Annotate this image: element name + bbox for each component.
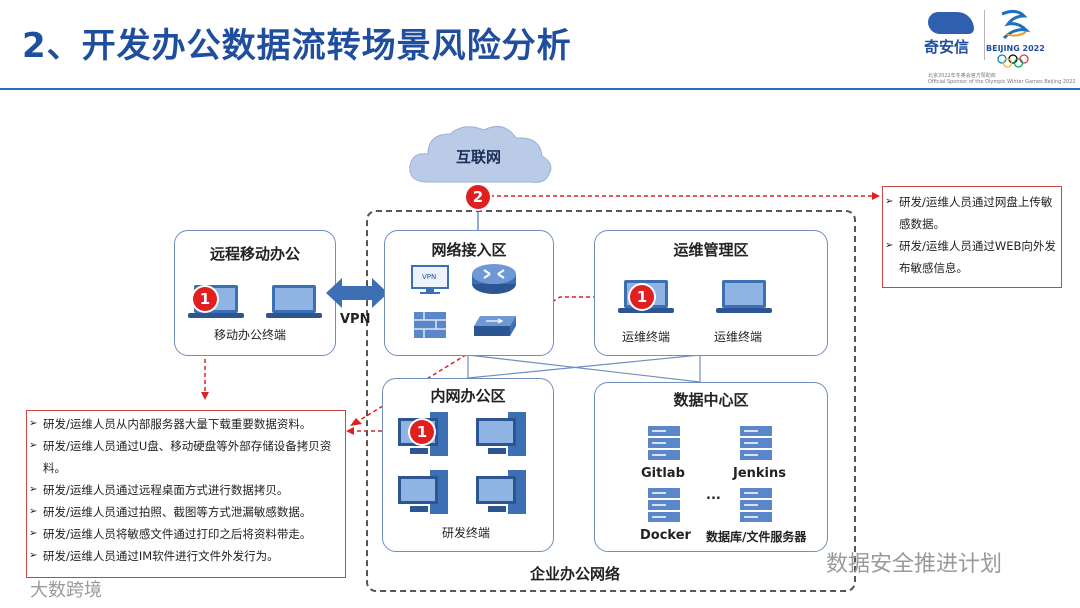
vpn-gateway-label: VPN (422, 273, 437, 281)
list-item: 研发/运维人员通过拍照、截图等方式泄漏敏感数据。 (27, 501, 345, 523)
zone-intranet-office: 内网办公区 (382, 378, 554, 552)
desktop-pc-icon (398, 470, 448, 514)
qianxin-logo-icon (928, 12, 974, 34)
laptop-icon (266, 285, 322, 318)
list-item: 研发/运维人员将敏感文件通过打印之后将资料带走。 (27, 523, 345, 545)
mobile-terminal-label: 移动办公终端 (214, 328, 287, 342)
ops-terminal-label-1: 运维终端 (622, 330, 671, 344)
zone-remote-title: 远程移动办公 (209, 245, 300, 263)
firewall-icon (414, 312, 446, 338)
vpn-double-arrow-icon (326, 278, 388, 308)
ops-terminal-label-2: 运维终端 (714, 330, 763, 344)
desktop-pc-icon (476, 470, 526, 514)
list-item: 研发/运维人员通过WEB向外发布敏感信息。 (883, 235, 1061, 279)
zone-access-title: 网络接入区 (431, 241, 507, 259)
zone-network-access: 网络接入区 (384, 230, 554, 356)
watermark-left: 大数跨境 (30, 580, 102, 601)
server-icon (648, 426, 680, 460)
desktop-pc-icon (476, 412, 526, 456)
enterprise-network-label: 企业办公网络 (530, 565, 621, 583)
server-label-jenkins: Jenkins (733, 466, 787, 481)
page-title: 2、开发办公数据流转场景风险分析 (22, 26, 572, 66)
list-item: 研发/运维人员通过IM软件进行文件外发行为。 (27, 545, 345, 567)
olympic-rings-icon (997, 54, 1029, 68)
server-ellipsis: ... (706, 488, 721, 503)
server-label-db-file: 数据库/文件服务器 (706, 530, 807, 544)
logo-brand: 奇安信 (924, 38, 970, 56)
zone-data-center: 数据中心区 (594, 382, 828, 552)
header-divider (0, 88, 1080, 90)
dev-terminal-label: 研发终端 (442, 526, 491, 540)
internet-label: 互联网 (456, 148, 502, 166)
risk-badge-1-remote: 1 (193, 287, 217, 311)
logo-separator (984, 10, 985, 60)
watermark-right: 数据安全推进计划 (826, 552, 1003, 577)
list-item: 研发/运维人员通过远程桌面方式进行数据拷贝。 (27, 479, 345, 501)
list-item: 研发/运维人员通过U盘、移动硬盘等外部存储设备拷贝资料。 (27, 435, 345, 479)
logo-sponsor-cn: 北京2022年冬奥会官方赞助商 (928, 73, 996, 79)
risk-badge-1-intranet: 1 (410, 420, 434, 444)
enterprise-network-boundary (366, 210, 856, 592)
risk-badge-2-internet: 2 (466, 185, 490, 209)
vpn-link-label: VPN (340, 312, 371, 327)
logo-sponsor-en: Official Sponsor of the Olympic Winter G… (928, 79, 1076, 85)
logo-beijing: BEIJING 2022 (986, 44, 1045, 53)
server-icon (740, 488, 772, 522)
server-label-docker: Docker (640, 528, 691, 543)
beijing-emblem-icon (1001, 9, 1031, 40)
risk-badge-1-ops: 1 (630, 285, 654, 309)
server-label-gitlab: Gitlab (641, 466, 685, 481)
zone-ops-title: 运维管理区 (673, 241, 749, 259)
internal-risk-list: 研发/运维人员从内部服务器大量下载重要数据资料。 研发/运维人员通过U盘、移动硬… (26, 410, 346, 578)
server-icon (648, 488, 680, 522)
list-item: 研发/运维人员通过网盘上传敏感数据。 (883, 191, 1061, 235)
zone-intranet-title: 内网办公区 (430, 387, 506, 405)
switch-icon (474, 316, 516, 336)
laptop-icon (716, 280, 772, 313)
zone-datacenter-title: 数据中心区 (673, 391, 749, 409)
list-item: 研发/运维人员从内部服务器大量下载重要数据资料。 (27, 413, 345, 435)
internet-cloud-icon (409, 125, 552, 183)
vpn-gateway-icon (411, 265, 449, 294)
router-icon (472, 264, 516, 294)
server-icon (740, 426, 772, 460)
external-risk-list: 研发/运维人员通过网盘上传敏感数据。 研发/运维人员通过WEB向外发布敏感信息。 (882, 186, 1062, 288)
